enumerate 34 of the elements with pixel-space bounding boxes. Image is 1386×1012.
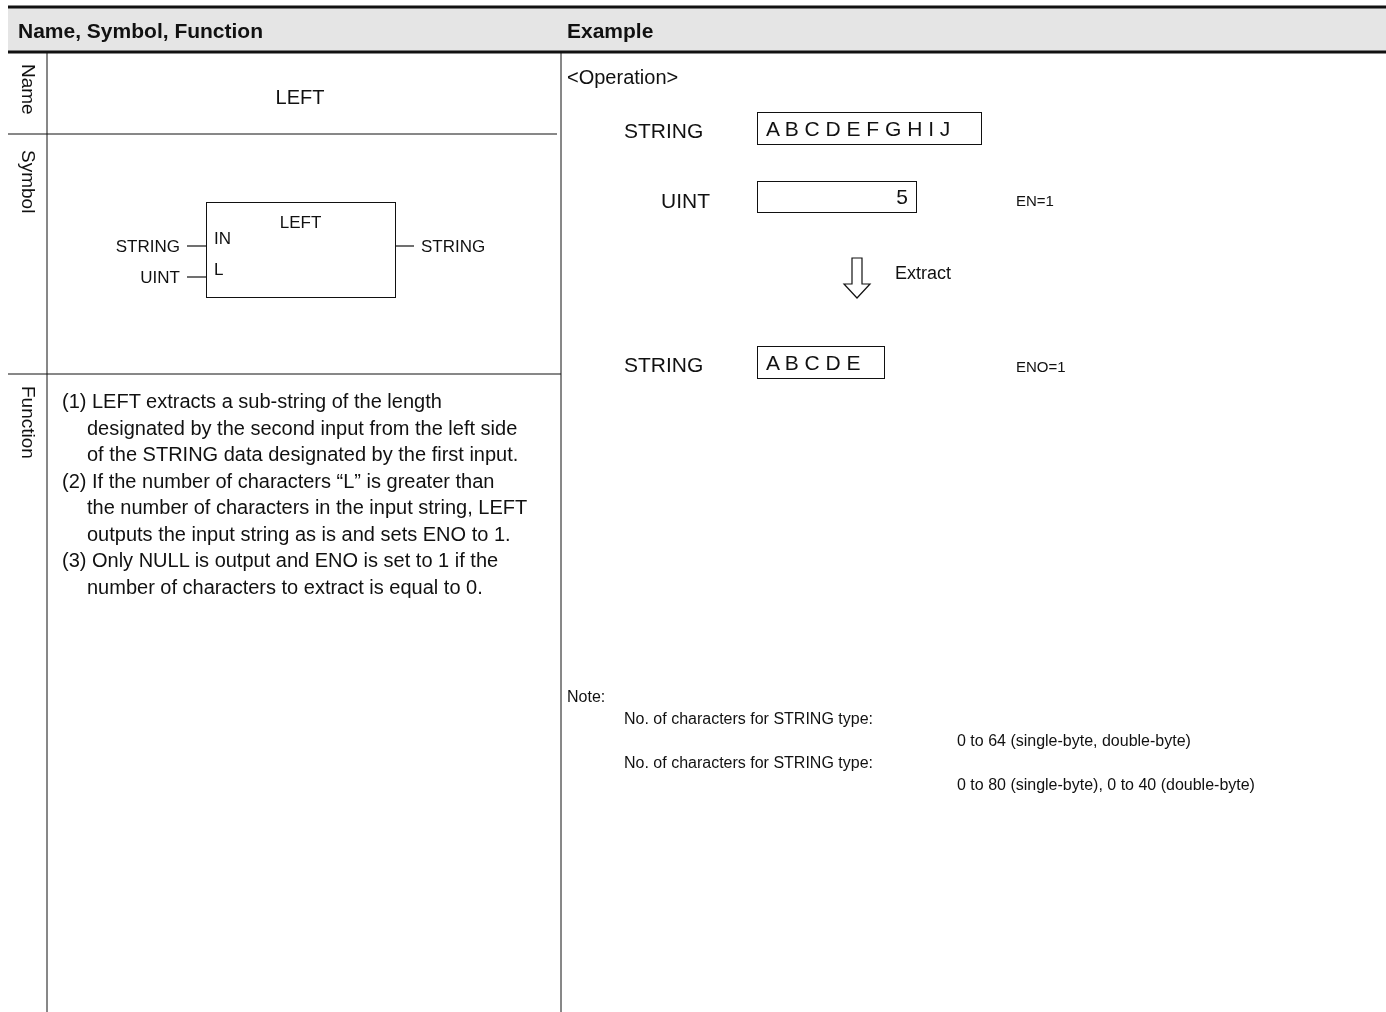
note-text: No. of characters for STRING type: bbox=[624, 710, 873, 728]
flag-label: EN=1 bbox=[1016, 192, 1054, 209]
column-header: Name, Symbol, Function bbox=[18, 19, 264, 43]
data-type-label: STRING bbox=[95, 235, 187, 259]
row-header: Symbol bbox=[19, 150, 38, 214]
note-text: 0 to 80 (single-byte), 0 to 40 (double-byte) bbox=[957, 776, 1255, 794]
description-text: (1) LEFT extracts a sub-string of the length designated by the second input from the left side of the STRING data designated by the first input. bbox=[62, 389, 520, 467]
value-box: A B C D E F G H I J bbox=[757, 112, 982, 145]
section-heading: <Operation> bbox=[567, 66, 679, 89]
row-header: Name bbox=[19, 64, 38, 115]
note-heading: Note: bbox=[567, 688, 606, 706]
hollow-arrow bbox=[842, 257, 872, 299]
data-type-label: STRING bbox=[624, 119, 704, 143]
data-type-label: STRING bbox=[624, 353, 704, 377]
data-type-label: UINT bbox=[661, 189, 710, 213]
pin-line bbox=[395, 245, 415, 247]
note-text: No. of characters for STRING type: bbox=[624, 754, 873, 772]
data-type-label: UINT bbox=[120, 266, 187, 290]
pin-line bbox=[186, 245, 207, 247]
value-box: 5 bbox=[757, 181, 917, 213]
column-header: Example bbox=[567, 19, 654, 43]
function-name: LEFT bbox=[274, 86, 326, 109]
data-type-label: STRING bbox=[414, 235, 504, 259]
input-pin-label: L bbox=[214, 260, 225, 280]
row-header: Function bbox=[19, 386, 38, 459]
block-name: LEFT bbox=[278, 213, 323, 233]
function-block bbox=[206, 202, 396, 298]
description-text: (3) Only NULL is output and ENO is set to 1 if the number of characters to extract is equal to 0. bbox=[62, 548, 500, 600]
flag-label: ENO=1 bbox=[1016, 358, 1066, 375]
pin-line bbox=[186, 276, 207, 278]
input-pin-label: IN bbox=[214, 229, 232, 249]
note-text: 0 to 64 (single-byte, double-byte) bbox=[957, 732, 1191, 750]
description-text: (2) If the number of characters “L” is greater than the number of characters in the input string, LEFT outputs the input string as is and sets ENO to 1. bbox=[62, 468, 527, 547]
value-box: A B C D E bbox=[757, 346, 885, 379]
